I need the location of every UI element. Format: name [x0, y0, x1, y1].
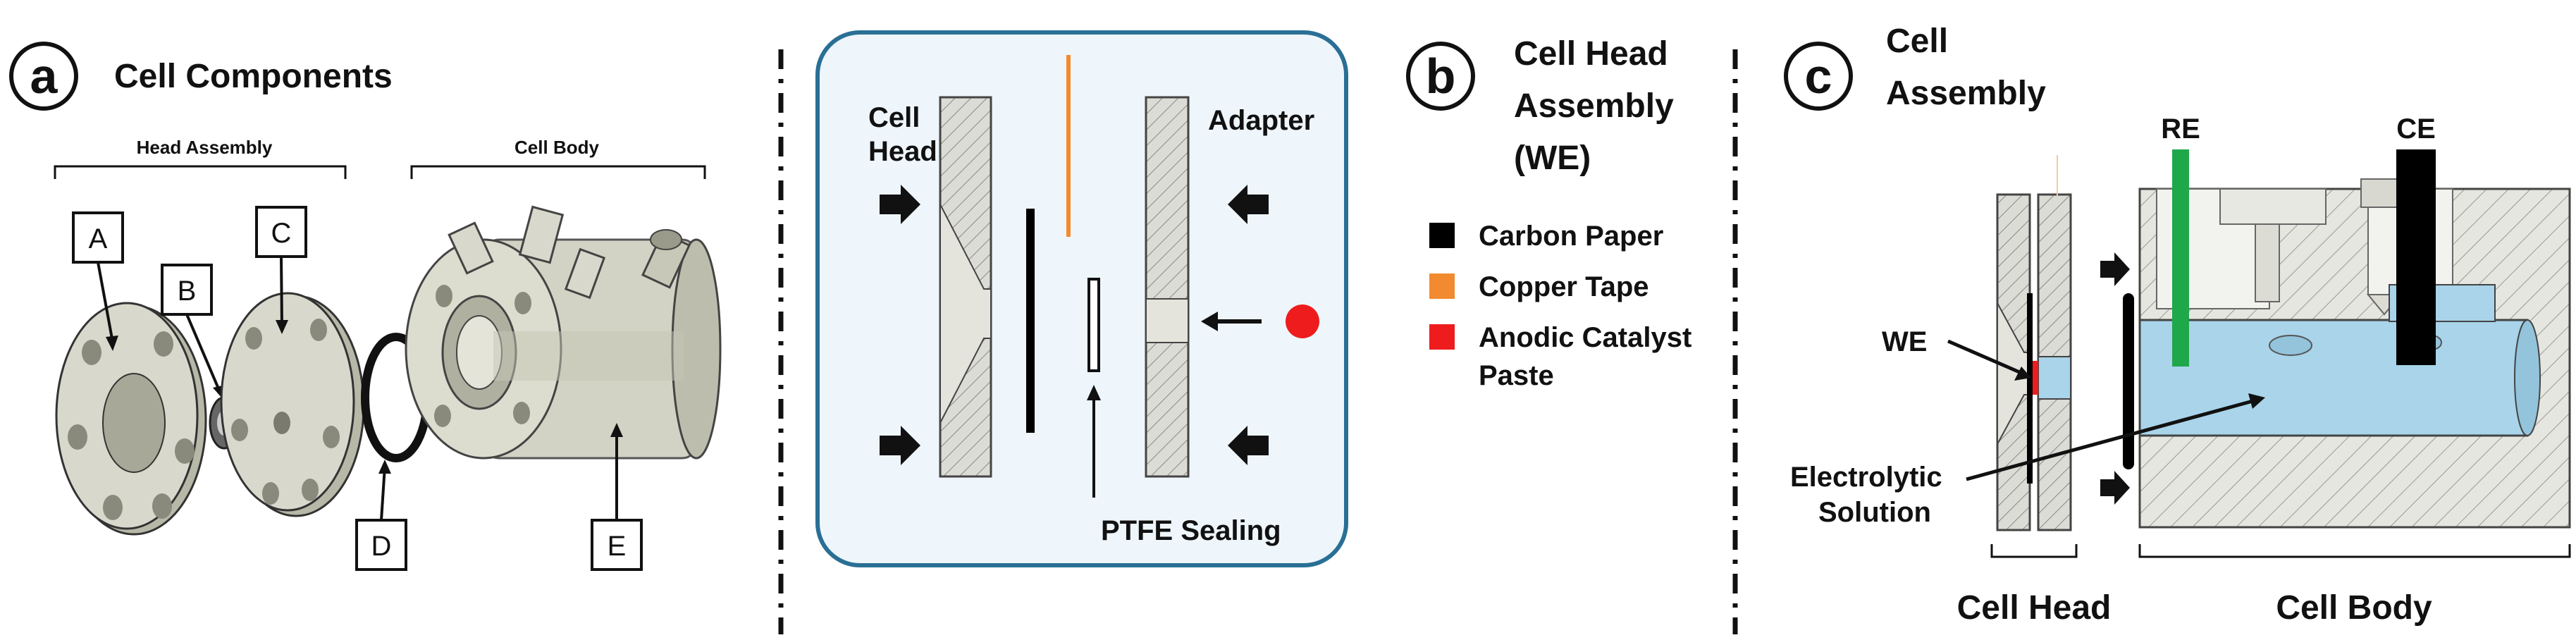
- arrow-left-bottom: [880, 426, 920, 465]
- cell-body-bracket: [410, 165, 706, 179]
- arrow-left-top: [880, 185, 920, 224]
- head-assembly-label: Head Assembly: [137, 137, 273, 158]
- legend-label-copper: Copper Tape: [1479, 271, 1649, 302]
- panel-b-legend: b Cell Head Assembly (WE) Carbon Paper C…: [1406, 35, 1691, 391]
- part-d-box: [355, 519, 407, 571]
- part-e-cell-body: [405, 205, 722, 460]
- re-label: RE: [2161, 113, 2200, 144]
- panel-b-title-line1: Cell Head: [1514, 35, 1668, 73]
- oring-seal: [2123, 293, 2134, 469]
- panel-c-letter: c: [1805, 49, 1832, 104]
- panel-c-badge: [1784, 42, 1853, 111]
- cell-head-label-line2: Head: [868, 136, 937, 167]
- part-c-box: [255, 206, 307, 258]
- panel-b-badge: [1406, 42, 1475, 111]
- panel-c: c Cell Assembly RE CE: [1784, 23, 2571, 627]
- part-b-label: B: [178, 276, 197, 307]
- arrow-c-bottom: [2100, 471, 2130, 505]
- part-a-flange: [55, 302, 207, 536]
- copper-tape-bar: [1066, 55, 1071, 237]
- legend-swatch-catalyst: [1429, 324, 1455, 350]
- panel-b-title-line3: (WE): [1514, 140, 1591, 177]
- cell-head-section: [1996, 155, 2072, 531]
- arrow-right-bottom: [1228, 426, 1269, 465]
- carbon-paper-bar: [1026, 209, 1035, 433]
- legend-label-catalyst-line1: Anodic Catalyst: [1479, 322, 1691, 353]
- panel-b-letter: b: [1426, 49, 1456, 104]
- ce-electrode: [2396, 149, 2436, 365]
- part-a-label: A: [89, 223, 108, 254]
- catalyst-dot: [1286, 304, 1319, 338]
- legend-swatch-copper: [1429, 273, 1455, 299]
- cell-head-caption: Cell Head: [1957, 589, 2112, 627]
- re-electrode: [2172, 149, 2189, 367]
- ptfe-label: PTFE Sealing: [1101, 515, 1281, 546]
- ptfe-sealing: [1087, 278, 1100, 372]
- part-e-label: E: [608, 531, 627, 562]
- cell-head-label-line1: Cell: [868, 102, 920, 133]
- adapter-label: Adapter: [1208, 105, 1314, 136]
- cell-head-plate: [939, 96, 992, 478]
- cell-body-caption: Cell Body: [2276, 589, 2432, 627]
- we-catalyst: [2033, 361, 2038, 395]
- part-a-box: [72, 211, 124, 264]
- part-a-leader: [97, 261, 114, 343]
- part-e-box: [591, 519, 643, 571]
- arrow-c-top: [2100, 252, 2130, 286]
- part-d-label: D: [371, 531, 392, 562]
- panel-b-inset: Cell Head Adapter PTFE Sealing: [815, 30, 1348, 567]
- arrow-right-top: [1228, 185, 1269, 224]
- panel-a-title: Cell Components: [114, 58, 393, 95]
- we-carbon-paper: [2027, 293, 2033, 484]
- panel-a: a Cell Components Head Assembly Cell Bod…: [9, 42, 722, 571]
- panel-b-title-line2: Assembly: [1514, 87, 1674, 125]
- cell-head-bracket: [1990, 544, 2078, 558]
- electrolyte-label-line2: Solution: [1818, 497, 1931, 528]
- electrolyte-channel: [2138, 319, 2529, 437]
- part-c-label: C: [271, 218, 292, 249]
- we-label: WE: [1882, 326, 1927, 357]
- panel-c-title-line1: Cell: [1886, 23, 1948, 60]
- part-c-plate: [220, 292, 365, 517]
- adapter-plate: [1145, 96, 1190, 478]
- legend-label-carbon: Carbon Paper: [1479, 221, 1663, 252]
- legend-swatch-carbon: [1429, 223, 1455, 248]
- ce-label: CE: [2396, 113, 2436, 144]
- cell-body-bracket-c: [2138, 544, 2571, 558]
- cell-body-section: [2138, 178, 2571, 529]
- electrolyte-label-line1: Electrolytic: [1790, 462, 1942, 493]
- panel-a-badge: [9, 42, 78, 111]
- cell-body-label: Cell Body: [514, 137, 599, 158]
- panel-c-title-line2: Assembly: [1886, 75, 2046, 112]
- legend-label-catalyst-line2: Paste: [1479, 360, 1554, 391]
- head-assembly-bracket: [54, 165, 347, 179]
- panel-a-letter: a: [30, 49, 58, 104]
